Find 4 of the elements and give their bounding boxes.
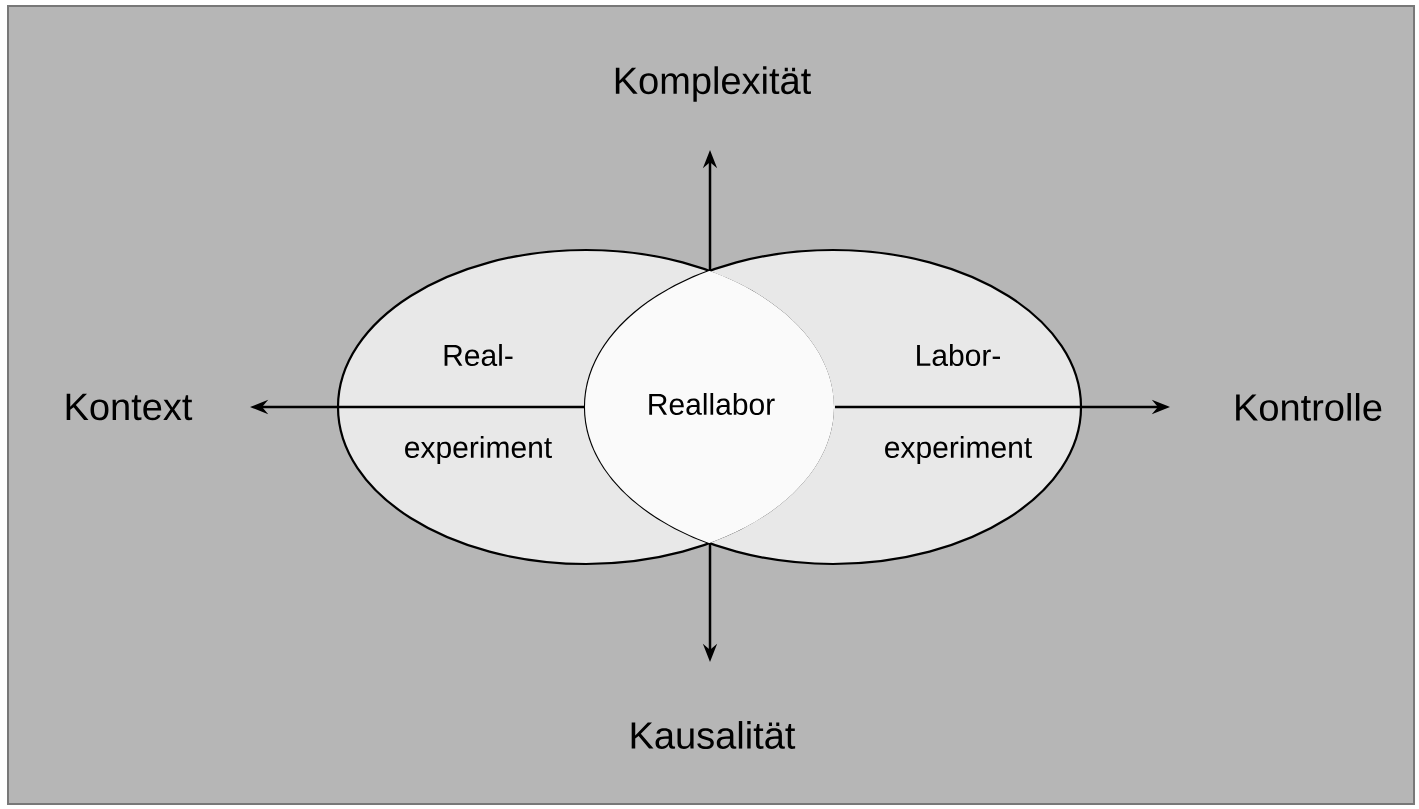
axis-label: Komplexität	[615, 66, 811, 102]
axis-label: Kontext	[66, 393, 193, 421]
axis-label: Kontrolle	[1236, 393, 1382, 421]
axis-label: Kausalität	[631, 721, 796, 749]
